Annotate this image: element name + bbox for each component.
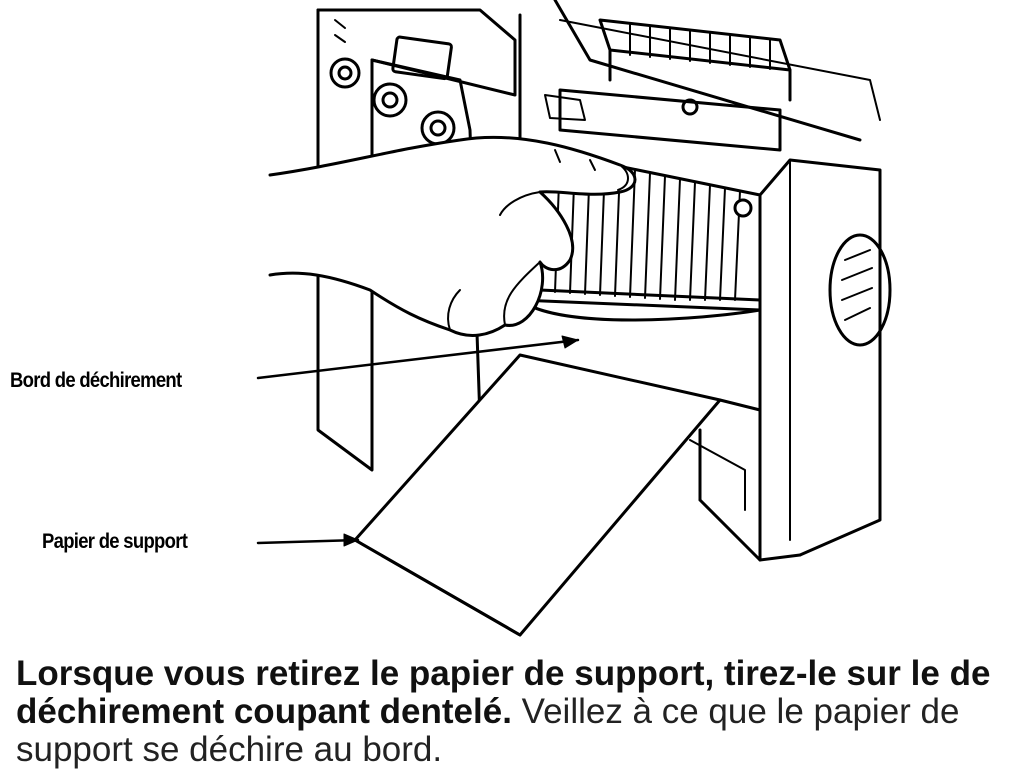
tear-edge-lip <box>518 298 762 412</box>
printer-housing <box>518 0 892 562</box>
printer-tear-off-illustration <box>256 0 892 637</box>
liner-paper-label: Papier de support <box>42 530 188 553</box>
liner-paper <box>353 353 722 637</box>
caption-regular-text: Veillez à ce que le papier de support se… <box>16 692 960 769</box>
caption-bold-text: Lorsque vous retirez le papier de suppor… <box>16 654 991 731</box>
tear-edge-label: Bord de déchirement <box>10 369 182 392</box>
leader-lines <box>256 335 580 547</box>
instruction-caption: Lorsque vous retirez le papier de suppor… <box>16 655 1016 769</box>
print-head-roller <box>544 18 792 152</box>
hand <box>268 135 637 337</box>
